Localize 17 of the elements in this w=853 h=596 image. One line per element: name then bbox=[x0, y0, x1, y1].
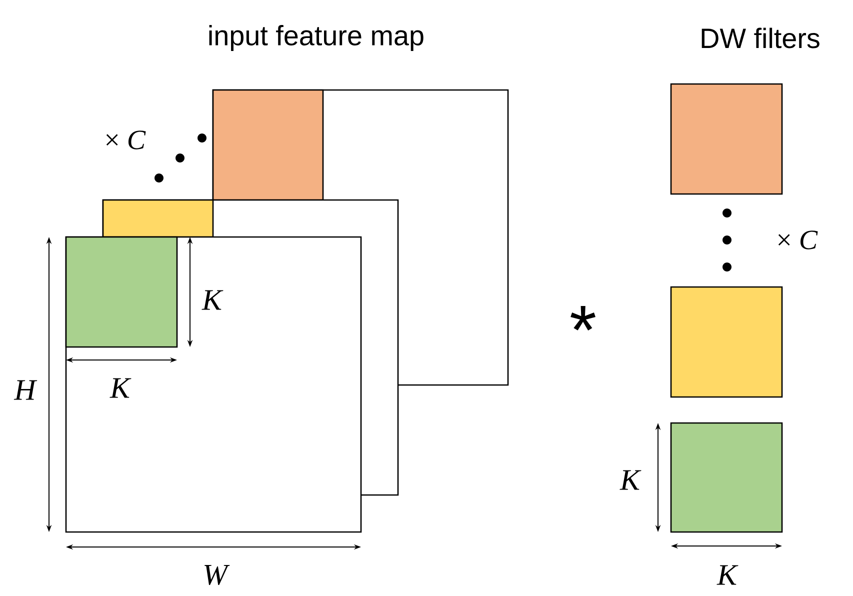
multiplier-label: × C bbox=[778, 230, 818, 250]
filter-box bbox=[670, 286, 783, 398]
dimension-label: K bbox=[202, 290, 224, 310]
kernel-patch bbox=[65, 236, 178, 348]
dimension-label: K bbox=[620, 470, 642, 490]
multiplier-label: × C bbox=[106, 130, 146, 150]
filter-box bbox=[670, 422, 783, 533]
filter-box bbox=[670, 83, 783, 195]
dimension-label: H bbox=[14, 380, 38, 400]
kernel-patch bbox=[212, 89, 324, 201]
kernel-patch bbox=[102, 199, 214, 238]
dimension-label: K bbox=[110, 378, 132, 398]
dimension-label: K bbox=[716, 565, 738, 585]
heading: input feature map bbox=[209, 25, 424, 51]
convolution-symbol: * bbox=[570, 306, 596, 330]
heading: DW filters bbox=[702, 28, 820, 48]
dimension-label: W bbox=[204, 564, 230, 585]
